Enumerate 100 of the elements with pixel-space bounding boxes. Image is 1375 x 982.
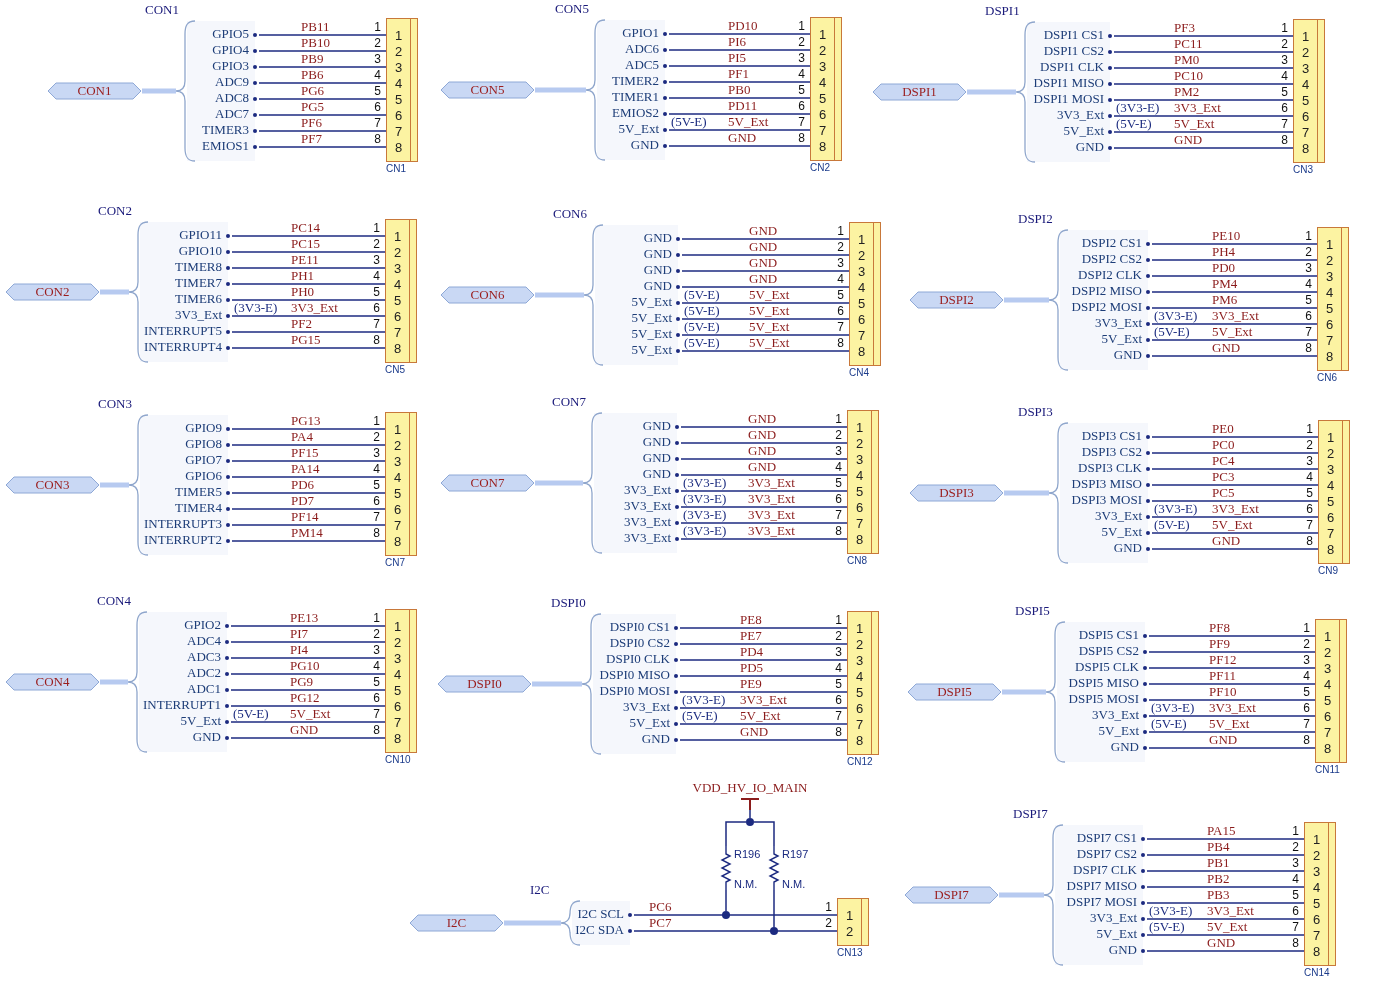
wire (1146, 902, 1305, 904)
header-pin-number: 4 (1324, 678, 1332, 692)
signal-name: DSPI1 CLK (1040, 59, 1104, 75)
harness-bracket (583, 224, 682, 366)
wire (1113, 51, 1294, 53)
net-label: 5V_Ext (748, 320, 791, 334)
bus-entry (504, 920, 561, 926)
signal-name: GND (642, 466, 671, 482)
net-label: 3V3_Ext (290, 301, 339, 315)
net-label: GND (747, 444, 778, 458)
signal-name: GPIO9 (185, 420, 222, 436)
wire (1151, 468, 1319, 470)
pin-number: 3 (1292, 857, 1299, 870)
net-label: PD5 (739, 661, 765, 675)
signal-name: DSPI3 CS2 (1081, 444, 1142, 460)
port-flag: CON1 (47, 82, 142, 100)
signal-name: ADC9 (215, 74, 249, 90)
signal-name: 5V_Ext (1096, 926, 1137, 942)
pin-number: 1 (1281, 22, 1288, 35)
pin-header (847, 410, 879, 554)
pin-number: 4 (835, 662, 842, 675)
net-label: GND (289, 723, 320, 737)
header-pin-number: 3 (394, 262, 402, 276)
net-alias: (3V3-E) (682, 693, 726, 707)
wire (1151, 452, 1319, 454)
net-alias: (5V-E) (233, 707, 269, 721)
header-pin-number: 1 (394, 620, 402, 634)
header-pin-number: 6 (856, 702, 864, 716)
pin-number: 4 (1303, 670, 1310, 683)
net-label: PE11 (290, 253, 320, 267)
header-pin-number: 5 (1327, 495, 1335, 509)
net-label: PC11 (1173, 37, 1204, 51)
port-flag: CON3 (5, 476, 100, 494)
pin-number: 1 (373, 612, 380, 625)
net-label: PF14 (290, 510, 320, 524)
wire (230, 625, 386, 627)
pin-header (385, 219, 417, 363)
header-pin-number: 1 (1327, 431, 1335, 445)
wire (1113, 67, 1294, 69)
harness-bracket (1048, 422, 1152, 564)
pin-number: 2 (835, 429, 842, 442)
resistor-designator: R197 (782, 848, 809, 860)
signal-name: ADC2 (187, 665, 221, 681)
resistor-value: N.M. (782, 878, 806, 890)
signal-name: GPIO5 (212, 26, 249, 42)
harness-bracket (1015, 21, 1114, 163)
net-label: 3V3_Ext (747, 476, 796, 490)
pin-number: 2 (1303, 638, 1310, 651)
signal-name: 3V3_Ext (1095, 508, 1142, 524)
signal-name: DSPI7 MOSI (1066, 894, 1137, 910)
pin-number: 7 (373, 708, 380, 721)
net-label: 5V_Ext (289, 707, 332, 721)
header-pin-number: 8 (856, 533, 864, 547)
connector-designator: CN4 (849, 367, 869, 379)
wire (1146, 838, 1305, 840)
wire (681, 270, 850, 272)
signal-name: GND (642, 450, 671, 466)
bus-entry (967, 89, 1016, 95)
net-alias: (3V3-E) (1116, 101, 1160, 115)
wire (1151, 339, 1318, 341)
pin-number: 2 (373, 238, 380, 251)
bus-name: CON2 (98, 203, 132, 218)
header-pin-number: 4 (394, 668, 402, 682)
header-pin-number: 7 (394, 519, 402, 533)
signal-name: TIMER2 (612, 73, 659, 89)
net-alias: (5V-E) (684, 336, 720, 350)
wire (1113, 115, 1294, 117)
signal-name: I2C SDA (575, 922, 624, 938)
header-pin-number: 8 (1327, 543, 1335, 557)
header-pin-number: 7 (1327, 527, 1335, 541)
pin-number: 8 (835, 525, 842, 538)
pin-number: 2 (1281, 38, 1288, 51)
pin-number: 3 (1303, 654, 1310, 667)
net-label: PG9 (289, 675, 315, 689)
header-pin-number: 4 (394, 278, 402, 292)
net-label: 3V3_Ext (1211, 309, 1260, 323)
pin-header (1315, 619, 1347, 763)
wire (1146, 870, 1305, 872)
net-alias: (3V3-E) (1154, 502, 1198, 516)
wire (679, 691, 848, 693)
header-pin-number: 1 (858, 233, 866, 247)
wire (668, 97, 811, 99)
header-pin-number: 6 (394, 700, 402, 714)
wire (231, 428, 386, 430)
pin-number: 3 (835, 646, 842, 659)
wire (1151, 436, 1319, 438)
wire (633, 914, 838, 916)
net-label: 5V_Ext (739, 709, 782, 723)
wire (749, 809, 751, 819)
net-label: PE10 (1211, 229, 1242, 243)
pin-number: 1 (373, 222, 380, 235)
header-pin-number: 8 (395, 141, 403, 155)
signal-name: GND (630, 137, 659, 153)
pin-number: 4 (1305, 278, 1312, 291)
header-pin-number: 5 (858, 297, 866, 311)
wire (681, 350, 850, 352)
pin-number: 7 (1281, 118, 1288, 131)
wire (1148, 667, 1316, 669)
signal-name: GND (1113, 347, 1142, 363)
wire (680, 490, 848, 492)
